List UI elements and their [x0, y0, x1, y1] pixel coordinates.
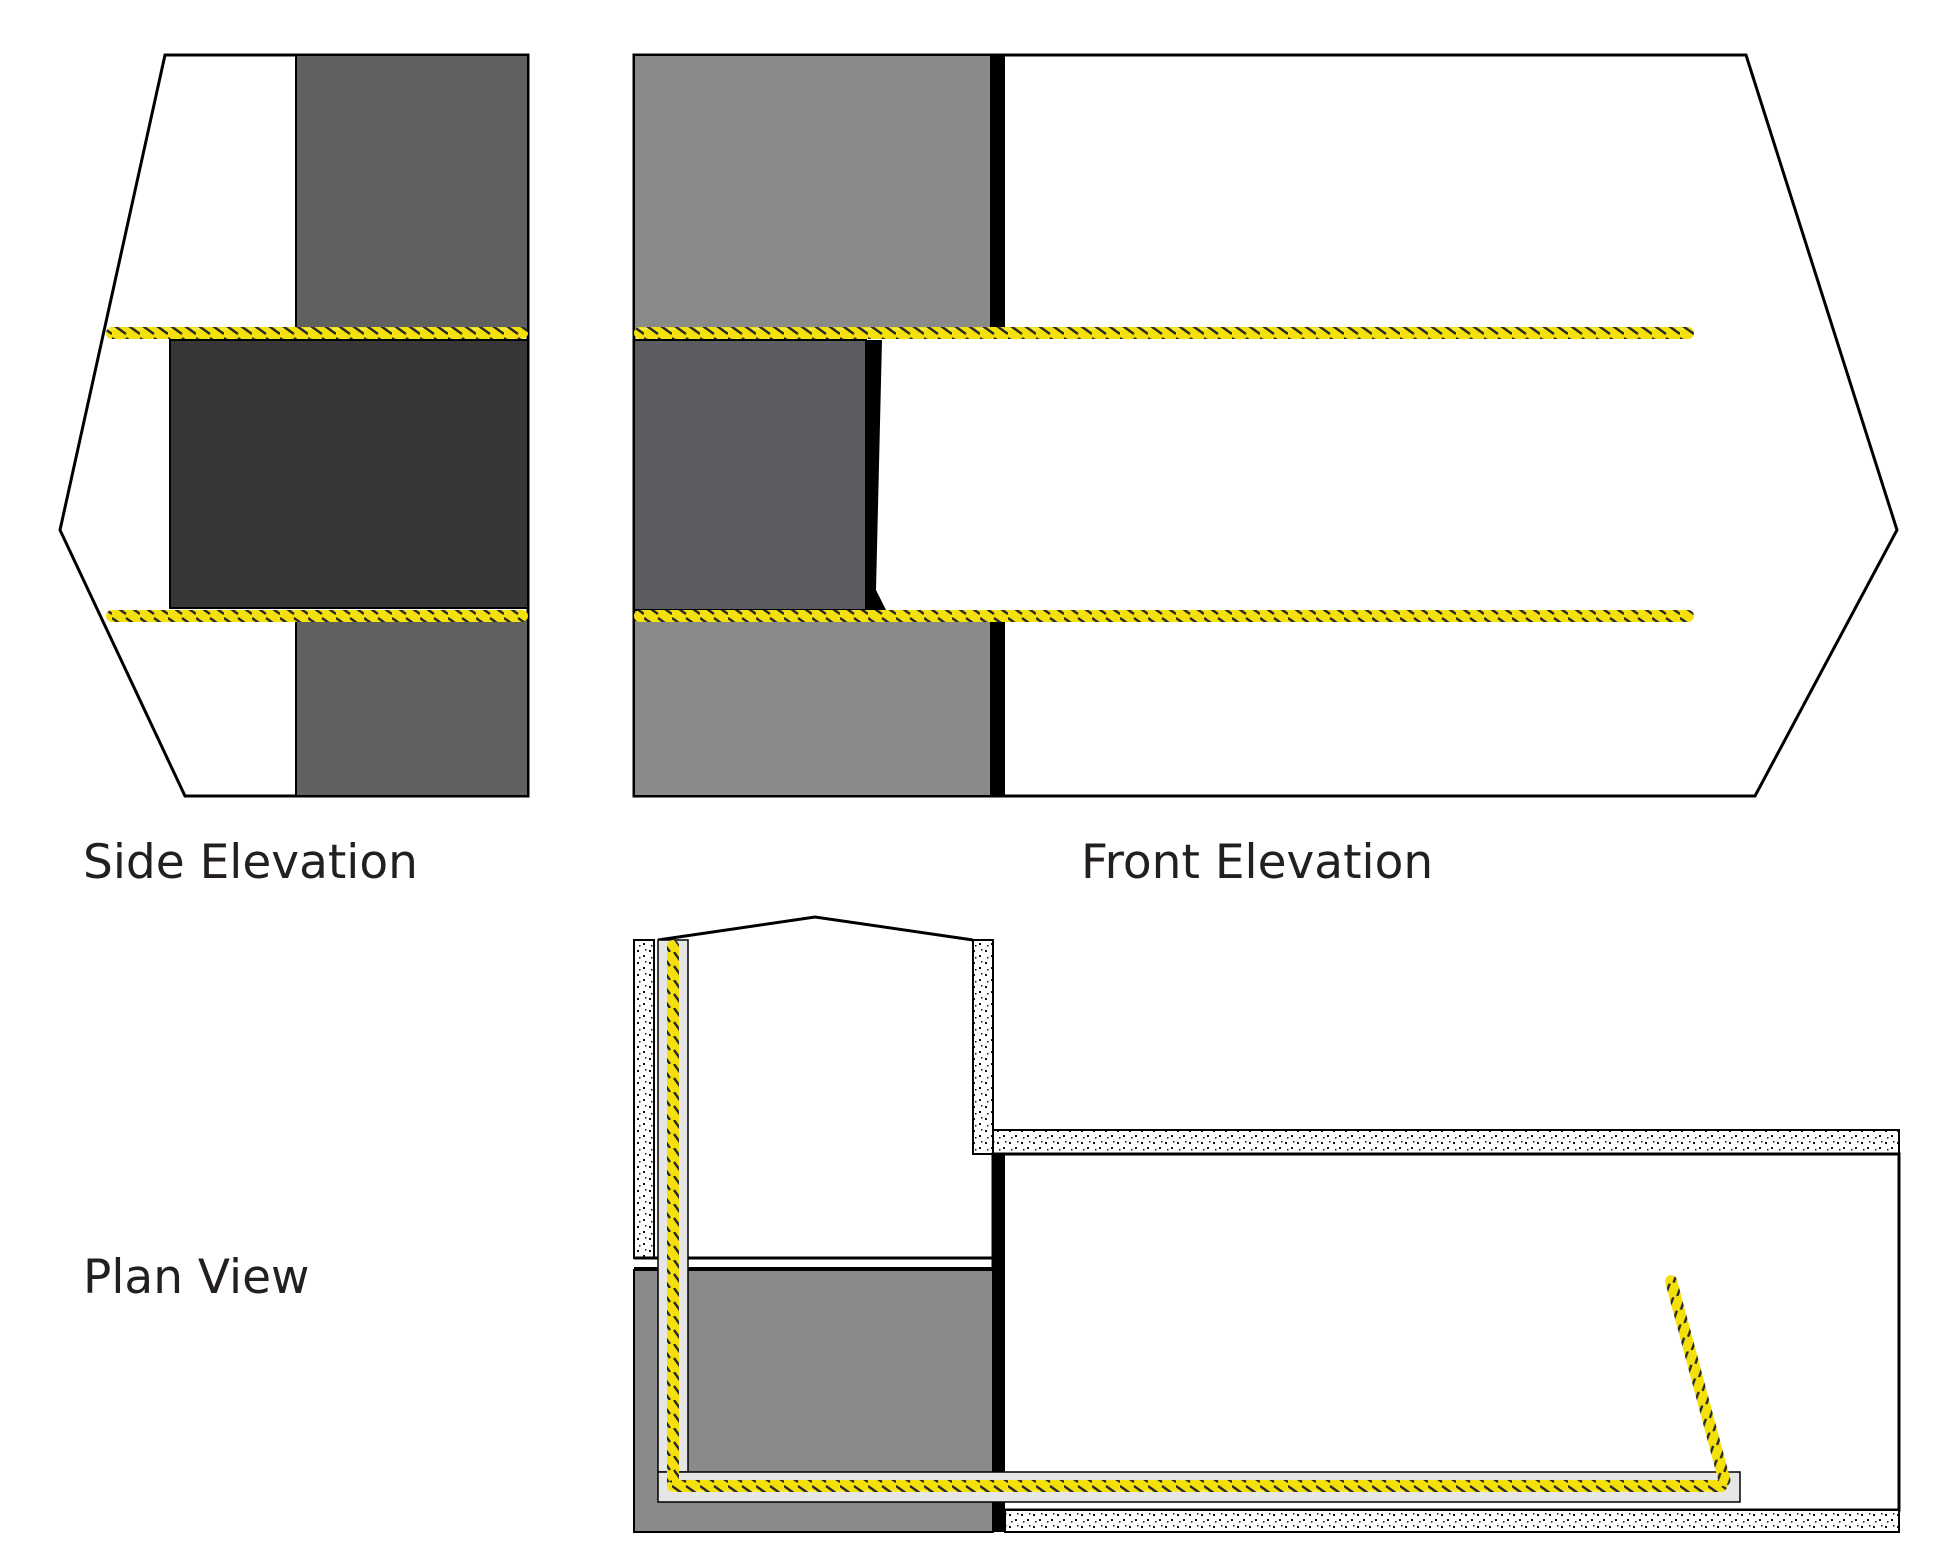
- front-upper-rope: [634, 327, 1694, 339]
- front-core-block: [633, 339, 867, 611]
- side-lower-wall: [295, 619, 529, 797]
- plan-roof-outline: [657, 915, 974, 942]
- side-elevation-label: Side Elevation: [83, 835, 418, 890]
- plan-view-label: Plan View: [83, 1250, 309, 1305]
- front-lower-wall: [633, 619, 992, 797]
- plan-room-outline: [991, 1152, 1901, 1512]
- front-elevation-label: Front Elevation: [1081, 835, 1433, 890]
- side-upper-rope: [106, 327, 528, 339]
- front-core-shadow: [866, 340, 886, 610]
- front-lower-wall-edge: [991, 620, 1005, 796]
- plan-rope-diagonal: [1665, 1275, 1731, 1487]
- plan-rope-horizontal: [667, 1480, 1727, 1492]
- plan-view-drawing: [633, 915, 1901, 1533]
- front-lower-rope: [634, 610, 1694, 622]
- front-elevation-drawing: [632, 53, 1899, 798]
- side-elevation-drawing: [58, 53, 530, 798]
- plan-right-concrete-wall: [972, 939, 994, 1155]
- side-lower-rope: [106, 610, 528, 622]
- side-upper-wall: [295, 54, 529, 332]
- plan-black-wall: [993, 1154, 1005, 1532]
- side-core-block: [169, 339, 529, 609]
- front-upper-wall: [633, 54, 992, 332]
- plan-bottom-concrete-wall: [1004, 1509, 1900, 1533]
- plan-top-concrete-wall: [992, 1129, 1900, 1155]
- plan-left-concrete-wall: [633, 939, 655, 1259]
- plan-rope-vertical: [667, 940, 679, 1492]
- front-upper-wall-edge: [991, 55, 1005, 331]
